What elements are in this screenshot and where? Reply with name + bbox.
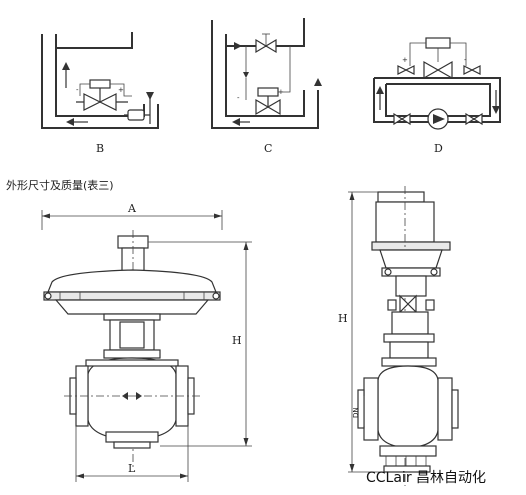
dim-h-right-label: H xyxy=(338,312,348,325)
svg-text:+: + xyxy=(118,86,124,94)
svg-text:-: - xyxy=(237,94,240,102)
svg-text:-: - xyxy=(464,56,467,64)
diagram-b-label: B xyxy=(96,142,104,155)
section-caption: 外形尺寸及质量(表三) xyxy=(6,178,114,192)
svg-text:-: - xyxy=(76,86,79,94)
dim-h-left-label: H xyxy=(232,334,242,347)
diagram-c: - + C xyxy=(211,18,322,155)
diagram-b: + - B xyxy=(41,32,159,155)
dim-l-label: L xyxy=(128,462,136,475)
valve-side-view: DN H xyxy=(338,186,459,486)
dim-dn-label: DN xyxy=(352,407,360,418)
watermark-text: CCLair 昌林自动化 xyxy=(366,470,486,486)
diagram-d-label: D xyxy=(434,142,443,155)
svg-text:+: + xyxy=(402,56,408,64)
diagram-c-label: C xyxy=(264,142,272,155)
dim-a-label: A xyxy=(127,202,137,215)
diagram-d: + - D xyxy=(373,37,501,155)
valve-front-view: A H xyxy=(41,202,252,482)
